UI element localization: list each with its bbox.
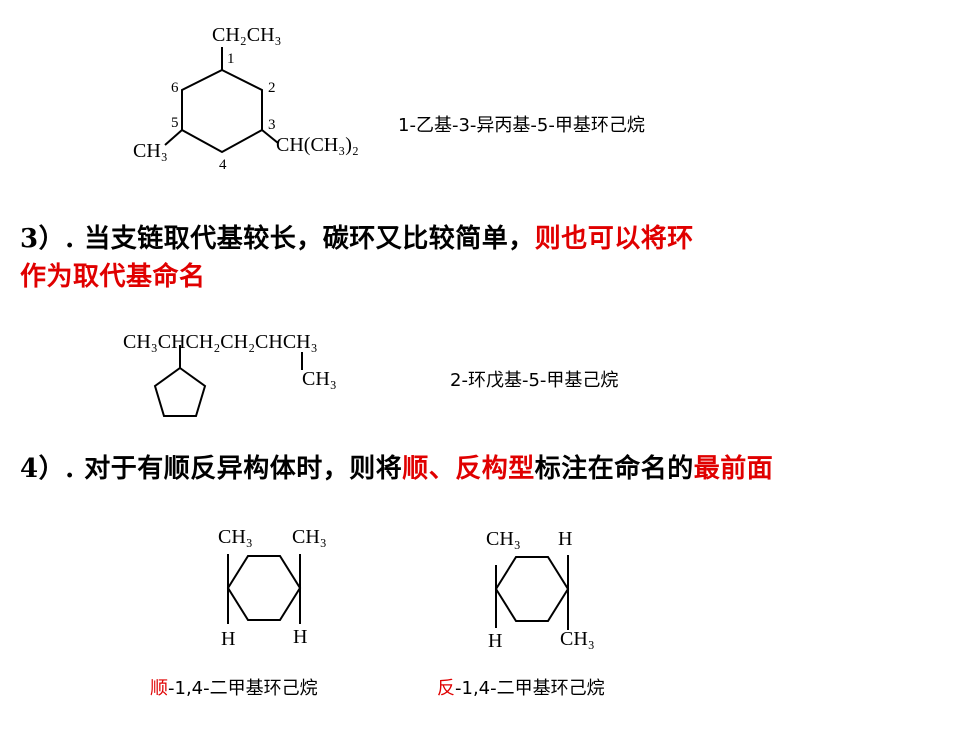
- trans-bottom-right-group: CH₃: [560, 628, 595, 650]
- section-3-highlight-2: 作为取代基命名: [20, 262, 206, 292]
- cis-prefix: 顺: [150, 678, 168, 699]
- trans-prefix: 反: [437, 678, 455, 699]
- locant-2: 2: [268, 80, 276, 96]
- trans-top-right-group: H: [558, 528, 573, 550]
- compound-name-2: 2-环戊基-5-甲基己烷: [450, 370, 619, 391]
- section-3-highlight-1: 则也可以将环: [534, 224, 694, 254]
- compound-name-1: 1-乙基-3-异丙基-5-甲基环己烷: [398, 115, 645, 136]
- cis-top-right-group: CH₃: [292, 526, 327, 548]
- locant-3: 3: [268, 117, 276, 133]
- ethyl-group: CH₂CH₃: [212, 24, 282, 46]
- cis-top-left-group: CH₃: [218, 526, 253, 548]
- locant-1: 1: [227, 51, 235, 67]
- section-4-highlight-2: 最前面: [693, 454, 774, 484]
- trans-name: -1,4-二甲基环己烷: [455, 678, 605, 699]
- main-chain: CH₃CHCH₂CH₂CHCH₃: [123, 331, 318, 353]
- section-4-text: 4）. 对于有顺反异构体时，则将顺、反构型标注在命名的最前面: [20, 448, 970, 485]
- trans-compound-name: 反-1,4-二甲基环己烷: [437, 674, 605, 700]
- cis-bottom-right-group: H: [293, 626, 308, 648]
- section-4-middle: 标注在命名的: [534, 454, 694, 484]
- cis-name: -1,4-二甲基环己烷: [168, 678, 318, 699]
- cis-compound-name: 顺-1,4-二甲基环己烷: [150, 674, 318, 700]
- cis-bottom-left-group: H: [221, 628, 236, 650]
- trans-bottom-left-group: H: [488, 630, 503, 652]
- section-4-highlight-1: 顺、反构型: [402, 454, 535, 484]
- isopropyl-group: CH(CH₃)₂: [276, 134, 359, 156]
- trans-top-left-group: CH₃: [486, 528, 521, 550]
- section-3-text: 3）. 当支链取代基较长，碳环又比较简单，则也可以将环: [20, 218, 970, 255]
- methyl-branch: CH₃: [302, 368, 337, 390]
- section-3-prefix: 3）. 当支链取代基较长，碳环又比较简单，: [20, 224, 535, 254]
- locant-6: 6: [171, 80, 179, 96]
- section-4-prefix: 4）. 对于有顺反异构体时，则将: [20, 454, 403, 484]
- locant-4: 4: [219, 157, 227, 173]
- methyl-group: CH₃: [133, 140, 168, 162]
- locant-5: 5: [171, 115, 179, 131]
